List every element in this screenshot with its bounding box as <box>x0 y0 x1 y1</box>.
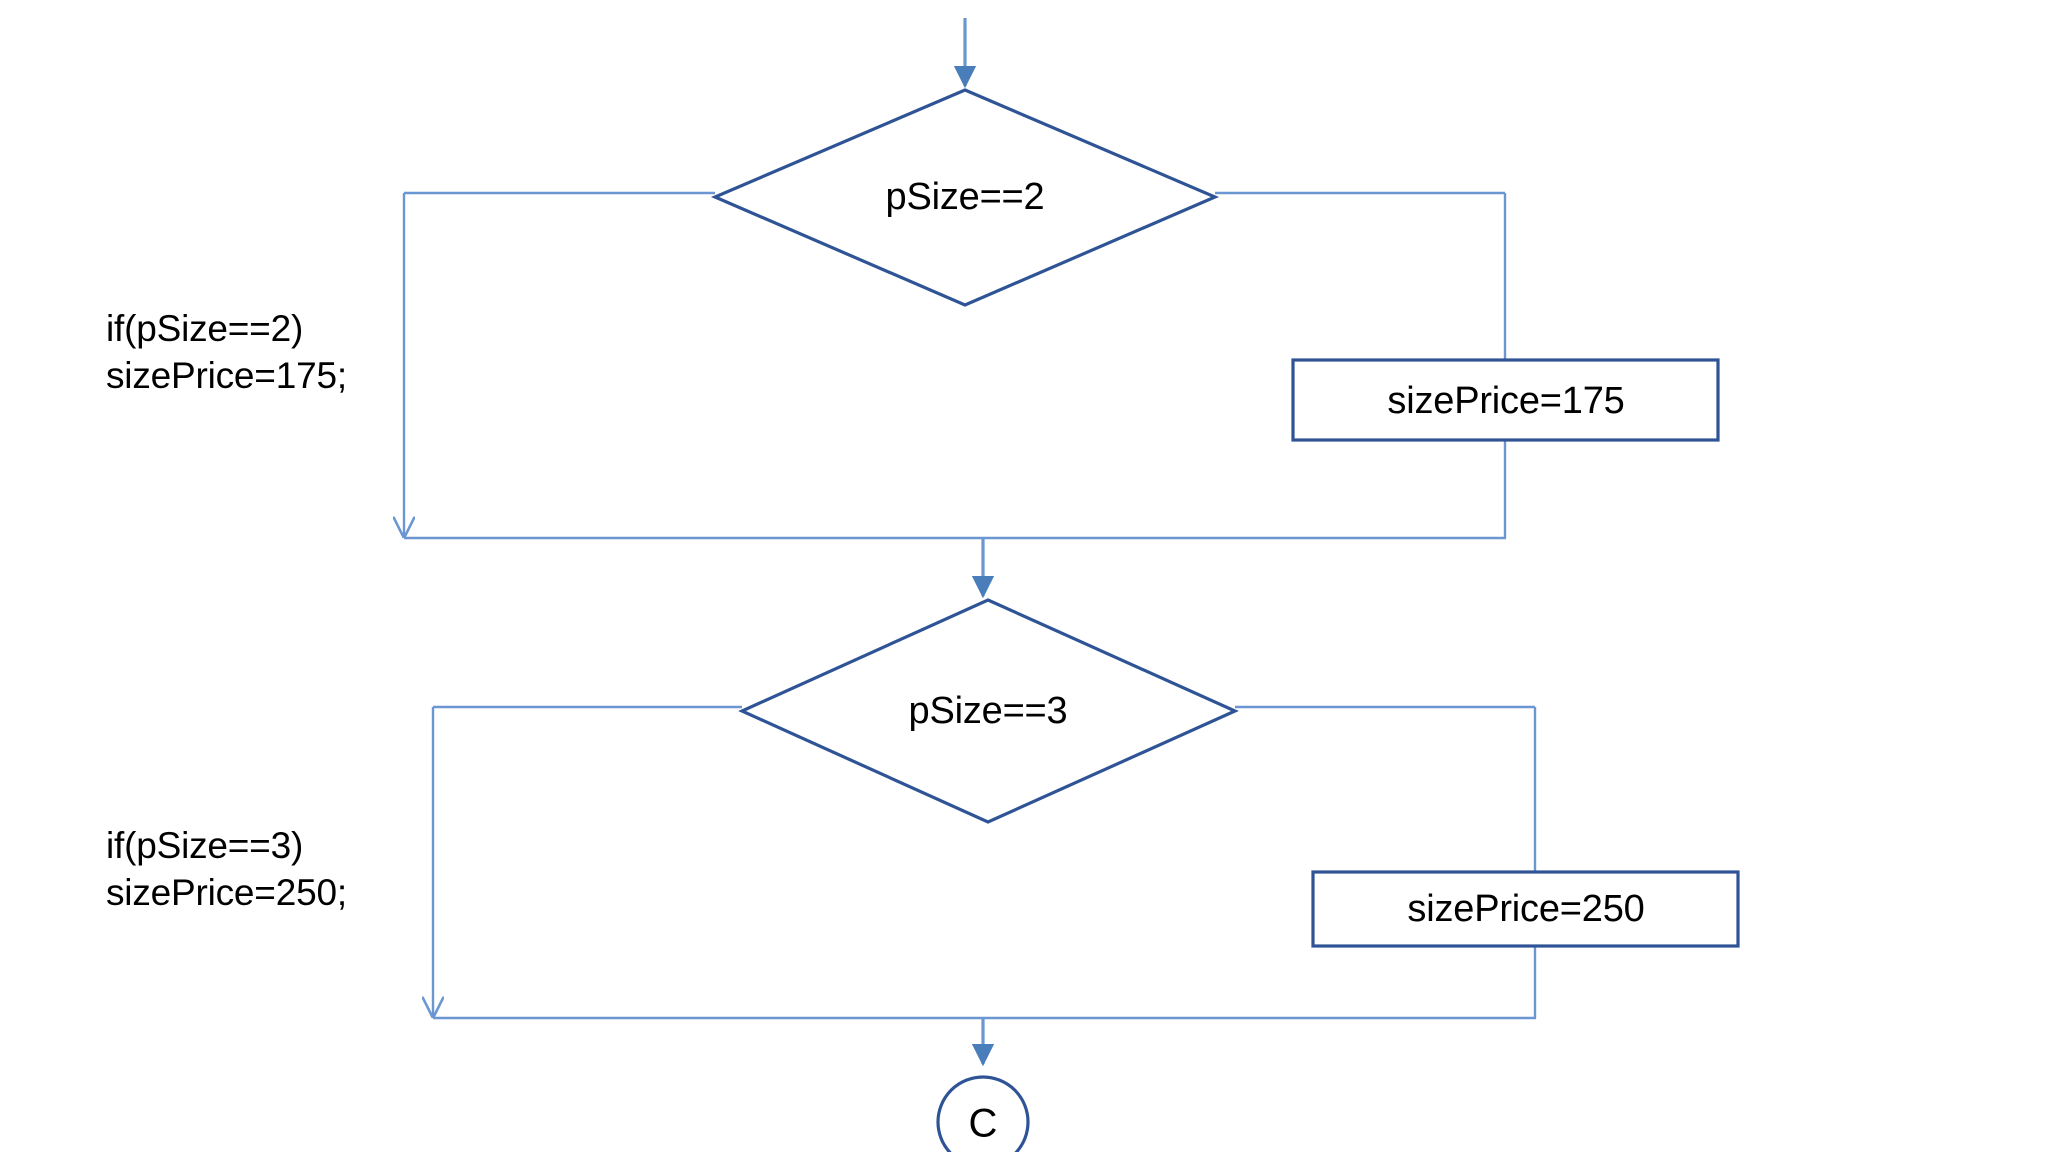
decision-1-label: pSize==2 <box>885 176 1045 218</box>
decision-node-pSize-equals-3 <box>738 598 1239 824</box>
annotation-1-line-1: if(pSize==2) <box>106 308 304 349</box>
annotation-1-line-2: sizePrice=175; <box>106 355 347 397</box>
decision-node-pSize-equals-2 <box>710 88 1220 307</box>
decision-2-label: pSize==3 <box>908 690 1068 732</box>
annotation-2-line-2: sizePrice=250; <box>106 872 347 914</box>
connector-c-label: C <box>968 1101 998 1146</box>
process-2-label: sizePrice=250 <box>1407 888 1645 930</box>
annotation-pseudocode-1: if(pSize==2) sizePrice=175; <box>106 305 347 400</box>
annotation-pseudocode-2: if(pSize==3) sizePrice=250; <box>106 822 347 917</box>
annotation-2-line-1: if(pSize==3) <box>106 825 304 866</box>
process-1-label: sizePrice=175 <box>1387 380 1625 422</box>
connector-node-c <box>936 1075 1030 1152</box>
process-node-sizePrice-175 <box>1291 358 1720 442</box>
process-node-sizePrice-250 <box>1311 870 1740 948</box>
